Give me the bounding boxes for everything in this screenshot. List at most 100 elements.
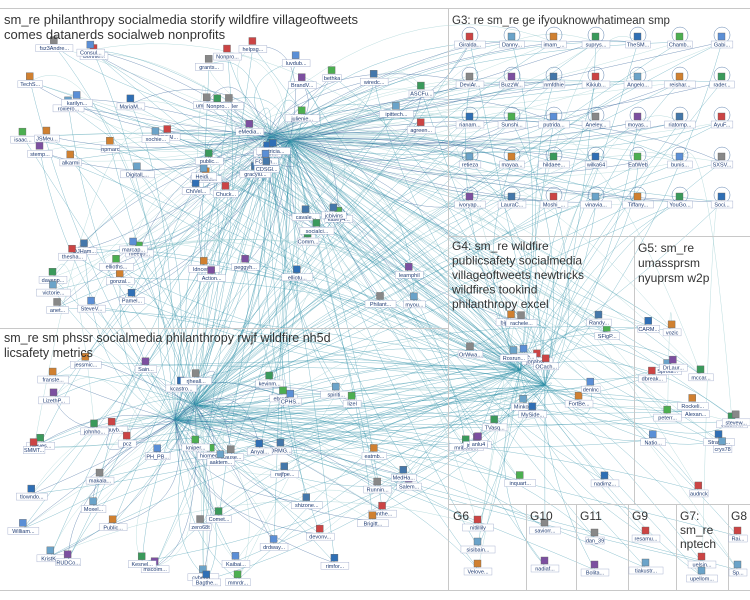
- node-g3[interactable]: Angelo...: [623, 72, 653, 89]
- node-g2[interactable]: Moxel...: [80, 497, 107, 514]
- node-g1[interactable]: ldncent...: [188, 257, 221, 273]
- node-g3[interactable]: Danny...: [499, 32, 525, 49]
- node-g1[interactable]: fsz3Andre...: [35, 36, 74, 53]
- node-g1[interactable]: npmarc: [100, 137, 120, 153]
- node-g1[interactable]: Philant...: [364, 292, 397, 308]
- node-g2[interactable]: Anyal...: [247, 439, 273, 456]
- node-g3[interactable]: Moshi_...: [539, 192, 569, 209]
- node-g4[interactable]: TVasq...: [482, 415, 508, 432]
- node-g1[interactable]: CDSGl...: [254, 157, 280, 174]
- node-g1[interactable]: patricia...: [255, 139, 291, 155]
- node-g1[interactable]: victorie...: [36, 280, 71, 297]
- node-g9[interactable]: resamu...: [631, 526, 661, 543]
- node-g1[interactable]: cavale...: [291, 205, 321, 222]
- node-g1[interactable]: JSMeu...: [34, 126, 60, 143]
- node-g1[interactable]: TechS...: [17, 72, 43, 89]
- node-g1[interactable]: Nonpro...: [213, 44, 242, 61]
- node-g3[interactable]: AyuF...: [710, 112, 734, 129]
- node-g2[interactable]: zero68t: [189, 515, 212, 532]
- node-g6[interactable]: sisibain...: [460, 537, 496, 554]
- node-g5[interactable]: vozic: [662, 320, 682, 337]
- node-g2[interactable]: rjheall...: [180, 369, 212, 386]
- node-g2[interactable]: SMMT...: [23, 438, 46, 455]
- node-g1[interactable]: peggyh...: [231, 255, 260, 271]
- node-g1[interactable]: xochie...: [141, 127, 171, 144]
- node-g1[interactable]: anet...: [46, 298, 69, 314]
- node-g2[interactable]: mmrdr...: [225, 570, 251, 587]
- node-g1[interactable]: jcbivins: [321, 203, 347, 220]
- node-g2[interactable]: Comet...: [206, 507, 232, 524]
- node-g3[interactable]: nmfdhie: [542, 72, 566, 89]
- node-g4[interactable]: Minko...: [510, 395, 537, 411]
- node-g1[interactable]: Chuck...: [213, 182, 239, 198]
- node-g1[interactable]: SteveV...: [77, 296, 106, 313]
- node-g2[interactable]: shizone...: [291, 493, 323, 510]
- node-g5[interactable]: audnck: [689, 481, 709, 498]
- node-g2[interactable]: devonv...: [306, 524, 335, 541]
- node-g7[interactable]: upellom...: [686, 566, 718, 583]
- node-g4[interactable]: Randy...: [586, 310, 612, 327]
- node-g1[interactable]: stemp...: [27, 142, 53, 158]
- node-g1[interactable]: elliotu...: [281, 265, 314, 282]
- node-g1[interactable]: Action...: [197, 266, 226, 283]
- node-g2[interactable]: lizel: [342, 392, 362, 408]
- node-g4[interactable]: FortBe...: [564, 391, 594, 408]
- node-g3[interactable]: BuzzW...: [499, 72, 525, 89]
- node-g4[interactable]: anlu4: [469, 432, 488, 449]
- node-g6[interactable]: Velove...: [463, 559, 493, 576]
- node-g2[interactable]: Bagthe...: [192, 570, 221, 587]
- node-g1[interactable]: ASCFu...: [408, 81, 434, 98]
- node-g2[interactable]: CPHS...: [279, 389, 302, 406]
- node-g1[interactable]: Nonpro...: [203, 94, 232, 111]
- node-g2[interactable]: LizethP...: [38, 388, 70, 405]
- node-g1[interactable]: learnphil: [395, 263, 424, 279]
- node-g1[interactable]: marcap...: [119, 237, 148, 254]
- node-g5[interactable]: crys78: [713, 437, 733, 454]
- node-g2[interactable]: rimfor...: [320, 554, 350, 570]
- node-g5[interactable]: DrLaur...: [659, 355, 688, 372]
- node-g2[interactable]: pcz: [117, 431, 137, 448]
- node-g2[interactable]: MedHa...: [391, 465, 417, 482]
- node-g2[interactable]: jessmic...: [70, 352, 102, 369]
- node-g1[interactable]: BrandV...: [288, 73, 317, 90]
- node-g2[interactable]: franste...: [37, 367, 69, 384]
- node-g1[interactable]: karilyn...: [61, 91, 93, 107]
- node-g2[interactable]: kniper...: [181, 435, 210, 452]
- node-g3[interactable]: SXSV...: [710, 152, 734, 169]
- node-g3[interactable]: Gabi...: [710, 32, 734, 49]
- node-g2[interactable]: rwjfpe...: [270, 462, 299, 479]
- node-g3[interactable]: Chamb...: [667, 32, 693, 49]
- node-g1[interactable]: ipittech...: [379, 102, 414, 118]
- node-g3[interactable]: rianam...: [455, 112, 485, 129]
- node-g2[interactable]: RUDCo...: [55, 550, 81, 567]
- node-g11[interactable]: dan_39: [585, 528, 605, 545]
- node-g2[interactable]: makala...: [85, 468, 115, 485]
- node-g1[interactable]: julienie...: [284, 106, 320, 123]
- node-g6[interactable]: nitlillily: [462, 515, 494, 532]
- node-g4[interactable]: Rosrun...: [499, 346, 529, 363]
- node-g3[interactable]: rader...: [709, 72, 735, 89]
- node-g1[interactable]: luvdub...: [281, 51, 311, 68]
- node-g1[interactable]: MariaM...: [116, 94, 146, 111]
- node-g1[interactable]: Pamel...: [119, 289, 145, 305]
- node-g3[interactable]: LauraC...: [497, 192, 527, 209]
- node-g3[interactable]: Soci...: [710, 192, 734, 209]
- node-g3[interactable]: wilka64: [584, 152, 608, 169]
- node-g3[interactable]: Aneley...: [581, 112, 611, 129]
- node-g2[interactable]: Kesnel...: [128, 552, 157, 569]
- node-g5[interactable]: Natio...: [640, 430, 666, 447]
- node-g3[interactable]: DeviAr...: [455, 72, 485, 89]
- node-g2[interactable]: Public...: [98, 515, 128, 532]
- node-g1[interactable]: eMedia...: [235, 120, 264, 136]
- node-g1[interactable]: alkarmi: [59, 150, 82, 167]
- node-g1[interactable]: wiredc...: [360, 70, 389, 86]
- node-g1[interactable]: Heidi...: [191, 164, 217, 181]
- node-g2[interactable]: drdway...: [259, 535, 289, 551]
- node-g1[interactable]: bethka: [322, 66, 342, 83]
- node-g2[interactable]: kevinm...: [255, 371, 284, 388]
- node-g3[interactable]: imam_...: [541, 32, 567, 49]
- node-g3[interactable]: riatomp...: [664, 112, 696, 129]
- node-g1[interactable]: isaac...: [10, 127, 36, 144]
- node-g3[interactable]: mayaa...: [499, 152, 525, 169]
- node-g2[interactable]: tlowndo...: [16, 484, 48, 501]
